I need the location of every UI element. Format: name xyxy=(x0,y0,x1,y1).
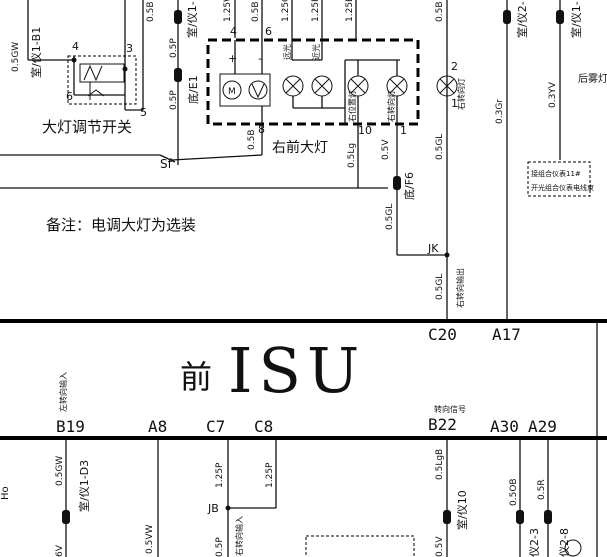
wire-label: 0.5P xyxy=(169,90,179,110)
connector-a30: A30 xyxy=(490,417,519,436)
wire-label: 0.5GL xyxy=(385,204,395,230)
wire-label: 0.5OB xyxy=(509,478,519,506)
lamp-icon xyxy=(564,539,582,557)
wire-label: 1.25W xyxy=(223,0,233,22)
plug-label: 底/E1 xyxy=(186,75,200,104)
rear-fog-label: 后雾灯开 xyxy=(578,73,607,85)
instrument-note-2: 开光组合仪表电线束 xyxy=(531,183,594,192)
plug-label: 底/F6 xyxy=(402,172,416,200)
connector-a17: A17 xyxy=(492,325,521,344)
plug-label: 室/仪1-D3 xyxy=(77,460,91,512)
connector-plug-icon xyxy=(556,10,564,24)
instrument-note-box xyxy=(527,161,591,197)
right-turn-output-label: 右转向输出 xyxy=(455,268,465,308)
pin-4b: 4 xyxy=(230,25,237,38)
connector-c8: C8 xyxy=(254,417,273,436)
note-text: 备注：电调大灯为选装 xyxy=(46,216,196,234)
right-headlamp-box xyxy=(206,38,420,126)
wire-label: 6V xyxy=(55,544,65,557)
pin-1b: 1 xyxy=(451,97,458,110)
turn-lamp-icon xyxy=(436,75,458,97)
wire-label: Ho xyxy=(0,486,11,500)
turn-signal-label: 转向信号 xyxy=(434,404,466,414)
pin-4: 4 xyxy=(72,40,79,53)
connector-b22: B22 xyxy=(428,415,457,434)
pos-lamp-label: 右位置灯 xyxy=(347,90,357,122)
connector-plug-icon xyxy=(516,510,524,524)
wire-label: 0.5VW xyxy=(145,525,155,554)
connector-a29: A29 xyxy=(528,417,557,436)
wire-label: 1.25P xyxy=(265,462,275,488)
wire-label: 0.3Gr xyxy=(495,99,505,124)
pin-5: 5 xyxy=(140,106,147,119)
connector-b19: B19 xyxy=(56,417,85,436)
node-jk: JK xyxy=(427,242,439,255)
wire-label: 0.5V xyxy=(381,139,391,160)
wire-label: 0.5GW xyxy=(55,456,65,486)
plug-label: 室/仪2- xyxy=(515,1,529,38)
wire-label: 0.5B xyxy=(247,130,257,151)
connector-plug-icon xyxy=(443,510,451,524)
wire-label: 0.5GL xyxy=(435,134,445,160)
headlamp-adjust-switch xyxy=(0,0,388,189)
pin-2: 2 xyxy=(451,60,458,73)
wire-label: 1.25R xyxy=(311,0,321,22)
wire-label: 0.5V xyxy=(435,536,445,557)
pin-plus: + xyxy=(228,52,237,65)
pin-1: 1 xyxy=(400,124,407,137)
pin-minus: - xyxy=(258,52,262,65)
connector-plug-icon xyxy=(393,176,401,190)
wire-label: 1.25B xyxy=(345,0,355,22)
right-turn-input-bottom: 右转向输入 xyxy=(234,516,244,556)
plug-label: 仪2-3 xyxy=(528,528,541,557)
wire-label: 1.25P xyxy=(215,462,225,488)
instrument-note-1: 接组合仪表11# xyxy=(531,169,581,178)
connector-a8: A8 xyxy=(148,417,167,436)
wire-label: 0.3YV xyxy=(548,81,558,108)
plug-label: 室/仪1- xyxy=(569,1,583,38)
connector-c7: C7 xyxy=(206,417,225,436)
isu-front-label: 前 xyxy=(180,358,212,396)
wire-label: 0.5R xyxy=(537,479,547,500)
switch-title: 大灯调节开关 xyxy=(42,118,132,136)
plug-label: 室/仪1-B1 xyxy=(29,27,43,78)
plug-label: 仪2-8 xyxy=(558,528,571,557)
connector-plug-icon xyxy=(62,510,70,524)
bottom-dashed-box xyxy=(305,535,415,557)
turn-lamp-caption: 右转向灯 xyxy=(456,78,466,110)
connector-c20: C20 xyxy=(428,325,457,344)
wire-label: 0.5B xyxy=(435,2,445,23)
wire-label: 0.5LgB xyxy=(435,449,445,480)
plug-label: 室/仪1- xyxy=(185,1,199,38)
right-headlamp-internals xyxy=(219,0,408,130)
wire-label: 0.5P xyxy=(215,537,225,557)
turn-lamp-label: 右转向灯 xyxy=(386,90,396,122)
wire-label: 0.5GL xyxy=(435,274,445,300)
near-light-label: 近光 xyxy=(311,44,321,60)
connector-plug-icon xyxy=(544,510,552,524)
wire-label: 0.5B xyxy=(146,2,156,23)
right-headlamp-title: 右前大灯 xyxy=(272,139,328,156)
pin-10: 10 xyxy=(358,124,372,137)
connector-plug-icon xyxy=(503,10,511,24)
wire-label: 0.5P xyxy=(169,38,179,58)
far-light-label: 远光 xyxy=(282,44,292,60)
wire-group-e1 xyxy=(177,0,236,165)
wire-label: 0.5Lg xyxy=(347,143,357,168)
connector-plug-icon xyxy=(174,10,182,82)
pin-3: 3 xyxy=(126,42,133,55)
bottom-wires xyxy=(65,440,598,557)
pin-6b: 6 xyxy=(265,25,272,38)
pin-6: 6 xyxy=(66,90,73,103)
node-jb: JB xyxy=(207,502,219,515)
isu-title: ISU xyxy=(228,334,365,407)
motor-m: M xyxy=(228,87,236,97)
wire-label: 0.5GW xyxy=(11,42,21,72)
node-sf: Sf xyxy=(160,157,173,171)
plug-label: 室/仪10 xyxy=(455,490,469,530)
wire-label: 0.5B xyxy=(251,2,261,23)
left-turn-input-label: 左转向输入 xyxy=(58,372,68,412)
wire-label: 1.25G xyxy=(281,0,291,22)
